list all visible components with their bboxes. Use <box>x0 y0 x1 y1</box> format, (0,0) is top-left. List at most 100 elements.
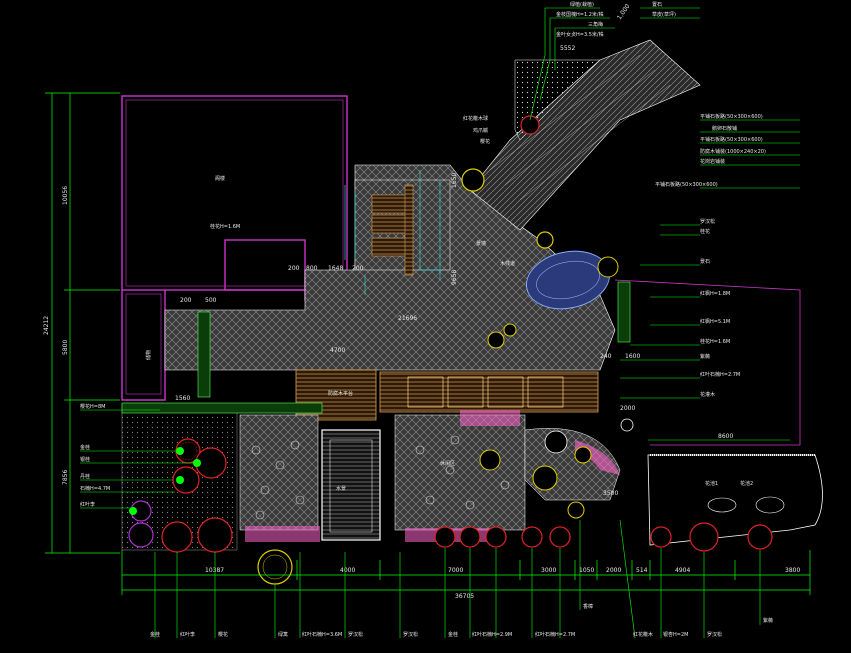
wood-deck-strip <box>404 184 414 276</box>
right-dim-2: 1600 <box>625 353 640 360</box>
right-inset-area <box>647 454 823 546</box>
tree-symbols <box>128 115 773 585</box>
stepping-stones <box>251 435 510 520</box>
callout-left-4: 丹桂 <box>80 473 90 480</box>
callout-bottom-13: 罗汉松 <box>707 631 722 638</box>
lower-paving-right <box>394 414 526 531</box>
wood-bench-1 <box>371 194 408 214</box>
bottom-dim-6: 2000 <box>606 567 621 574</box>
wood-bench-2 <box>371 214 408 234</box>
hedge-left-vertical <box>197 311 211 398</box>
callout-bottom-14: 紫薇 <box>763 617 773 624</box>
callout-left-1: 樱花H=8M <box>80 403 105 410</box>
callout-top-4: 置石 <box>652 2 662 8</box>
zone-label-3: 休闲区 <box>440 460 455 467</box>
callout-markers-left <box>129 447 201 515</box>
zone-label-2: 水景 <box>336 485 346 492</box>
callout-bottom-7: 金桂 <box>448 631 458 638</box>
bottom-dim-1: 10387 <box>205 567 224 574</box>
callout-bottom-6: 罗汉松 <box>403 631 418 638</box>
pergola-beams <box>407 376 564 408</box>
callout-right-14: 花灌木 <box>700 391 715 398</box>
left-dimension-chain <box>45 92 120 554</box>
callout-bottom-12: 银杏H=2M <box>663 631 688 638</box>
right-dim-3: 2000 <box>620 405 635 412</box>
hall-dim-4: 200 <box>352 265 364 272</box>
overall-height-label: 24212 <box>43 316 50 335</box>
callout-left-3: 银桂 <box>80 456 90 463</box>
right-dim-1: 240 <box>600 353 612 360</box>
zone-label-0: 景墙 <box>476 240 486 247</box>
path-dim-1: 9658 <box>451 270 458 285</box>
callout-leaders <box>80 7 800 639</box>
top-dim-1: 1,000 <box>616 3 632 21</box>
lap-pool-inner <box>329 439 373 533</box>
callout-top-6: 红花檵木球 <box>463 115 488 122</box>
left-dim-3: 7856 <box>62 470 69 485</box>
callout-top-2: 三角梅 <box>588 21 603 28</box>
callout-right-5: 平铺石板路(50×300×600) <box>655 181 718 188</box>
flower-band-1 <box>245 526 320 542</box>
hedge-left-horizontal <box>121 402 323 414</box>
callout-top-0: 绿植(栽植) <box>570 1 594 8</box>
callout-left-5: 石楠H=4.7M <box>80 485 110 492</box>
callout-right-1: 鹅卵石散铺 <box>712 125 737 132</box>
cyan-grid-lines <box>344 170 441 295</box>
hedge-right <box>617 281 631 343</box>
callout-top-1: 金枝国槐H=1.2米/株 <box>556 11 604 18</box>
inset-width-label: 8600 <box>718 433 733 440</box>
inset-stone-2 <box>755 496 785 514</box>
callout-right-2: 平铺石板路(50×300×600) <box>700 136 763 143</box>
callout-right-3: 防腐木铺装(1000×240×20) <box>700 148 766 155</box>
callout-top-5: 草皮(草坪) <box>652 11 676 18</box>
right-dim-4: 3500 <box>603 490 618 497</box>
wood-pergola-deck <box>379 371 599 413</box>
callout-top-3: 金叶女贞H=3.5米/株 <box>556 31 604 38</box>
right-zone-outline <box>614 279 801 446</box>
hall-dim-1: 200 <box>288 265 300 272</box>
bottom-dim-2: 4000 <box>340 567 355 574</box>
building-label: 阁楼 <box>215 175 225 182</box>
left-panel-dim-2: 500 <box>205 297 217 304</box>
bottom-dim-7: 514 <box>636 567 648 574</box>
callout-bottom-9: 红叶石楠H=2.7M <box>535 631 575 638</box>
bottom-dim-5: 1050 <box>579 567 594 574</box>
callout-right-8: 景石 <box>700 258 710 265</box>
left-dim-2: 5800 <box>62 340 69 355</box>
zone-label-1: 防腐木平台 <box>328 390 353 397</box>
hall-dim-2: 800 <box>306 265 318 272</box>
callout-right-4: 花岗岩铺装 <box>700 158 725 165</box>
hall-dim-3: 1648 <box>328 265 343 272</box>
callout-right-13: 红叶石楠H=2.7M <box>700 371 740 378</box>
terrace-dim-2: 4700 <box>330 347 345 354</box>
lower-paving-left <box>239 414 319 531</box>
bottom-dim-8: 4904 <box>675 567 690 574</box>
callout-bottom-3: 绿篱 <box>278 631 288 638</box>
callout-left-6: 红叶李 <box>80 501 95 508</box>
callout-bottom-4: 红叶石楠H=3.6M <box>302 631 342 638</box>
wood-bench-3 <box>371 237 408 257</box>
callout-bottom-10: 香樟 <box>583 603 593 610</box>
bottom-dimension-chain <box>121 550 811 595</box>
callout-bottom-8: 红叶石楠H=2.9M <box>472 631 512 638</box>
callout-right-10: 红枫H=5.1M <box>700 318 730 325</box>
lap-pool <box>321 429 381 541</box>
callout-right-12: 紫薇 <box>700 353 710 360</box>
top-dim-2: 5552 <box>560 45 575 52</box>
callout-right-7: 桂花 <box>700 228 710 235</box>
storage-label: 储物 <box>145 350 152 360</box>
left-panel-dim-1: 200 <box>180 297 192 304</box>
callout-bottom-0: 金桂 <box>150 631 160 638</box>
path-dim-2: 1650 <box>451 173 458 188</box>
bottom-dim-4: 3000 <box>541 567 556 574</box>
callout-top-7: 鸡爪槭 <box>473 127 488 134</box>
callout-bottom-11: 红花檵木 <box>633 631 653 638</box>
bottom-dim-9: 3800 <box>785 567 800 574</box>
callout-left-0: 桂花H=1.6M <box>210 223 240 230</box>
left-panel-dim-3: 1560 <box>175 395 190 402</box>
callout-top-8: 樱花 <box>480 138 490 145</box>
callout-bottom-5: 罗汉松 <box>348 631 363 638</box>
callout-bottom-1: 红叶李 <box>180 631 195 638</box>
